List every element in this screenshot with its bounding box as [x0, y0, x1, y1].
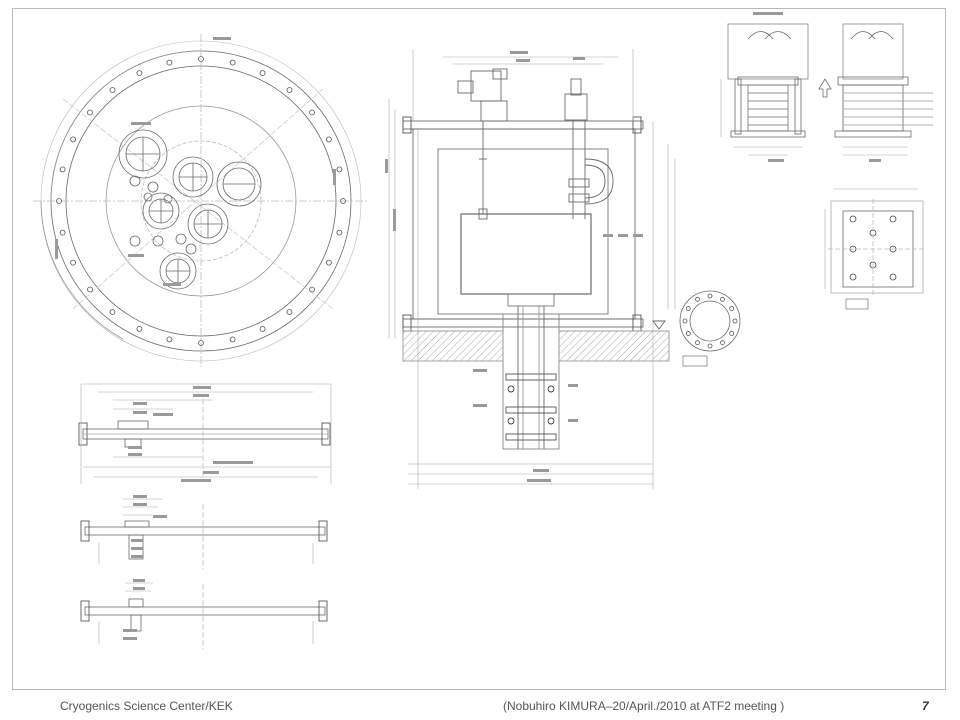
footer-organization: Cryogenics Science Center/KEK: [60, 699, 233, 713]
bolt-hole: [336, 166, 343, 173]
support-detail-plan: [824, 188, 925, 310]
bolt-hole: [309, 109, 315, 116]
bolt-hole: [198, 56, 204, 62]
bolt-hole: [340, 198, 346, 204]
bolt-hole: [166, 336, 173, 343]
bolt-hole: [166, 59, 173, 66]
bolt-hole: [56, 198, 62, 204]
bolt-hole: [325, 259, 332, 266]
bolt-hole: [229, 336, 236, 343]
bolt-hole: [59, 229, 66, 236]
bolt-hole: [136, 325, 143, 332]
drawing-sheet: [12, 8, 946, 690]
footer-credit: (Nobuhiro KIMURA–20/April./2010 at ATF2 …: [503, 699, 785, 713]
bolt-hole: [259, 70, 266, 76]
ring-flange-detail: [679, 290, 741, 367]
bolt-hole: [707, 293, 713, 299]
bolt-hole: [229, 59, 236, 66]
bolt-hole: [707, 343, 713, 349]
flange-section-3: [80, 579, 328, 649]
bolt-hole: [198, 340, 204, 346]
bolt-hole: [87, 109, 93, 116]
bolt-hole: [136, 70, 143, 76]
bolt-hole: [87, 286, 93, 293]
ring-bolt-holes: [682, 293, 738, 349]
port-large-3: [216, 161, 262, 207]
bolt-hole: [685, 306, 691, 311]
bolt-hole: [259, 325, 266, 332]
bolt-hole-ring: [56, 56, 346, 346]
bolt-hole: [336, 229, 343, 236]
top-view-flange: [33, 34, 369, 367]
bolt-hole: [109, 309, 116, 315]
bolt-hole: [720, 340, 725, 346]
port-large-4: [142, 192, 180, 230]
cryostat-cross-section: [385, 49, 676, 489]
bolt-hole: [695, 340, 700, 346]
bolt-hole: [682, 318, 688, 324]
bolt-hole: [695, 296, 700, 302]
bolt-hole: [70, 136, 76, 143]
port-large-1: [118, 129, 168, 179]
bolt-hole: [286, 309, 293, 315]
port-large-2: [172, 156, 214, 198]
flange-section-1: [78, 383, 332, 484]
bolt-hole: [286, 87, 293, 93]
bolt-hole: [685, 331, 691, 336]
bolt-hole: [59, 166, 66, 173]
port-large-5: [187, 203, 229, 245]
bolt-hole: [720, 296, 725, 302]
bolt-hole: [325, 136, 332, 143]
flange-section-2: [80, 495, 328, 569]
bolt-hole: [70, 259, 76, 266]
bolt-hole: [732, 318, 738, 324]
port-small-group: [129, 175, 197, 255]
support-detail-elevation: [720, 12, 933, 162]
bolt-hole: [309, 286, 315, 293]
bolt-hole: [729, 306, 735, 311]
bolt-hole: [109, 87, 116, 93]
page-number: 7: [922, 699, 929, 713]
bolt-hole: [729, 331, 735, 336]
